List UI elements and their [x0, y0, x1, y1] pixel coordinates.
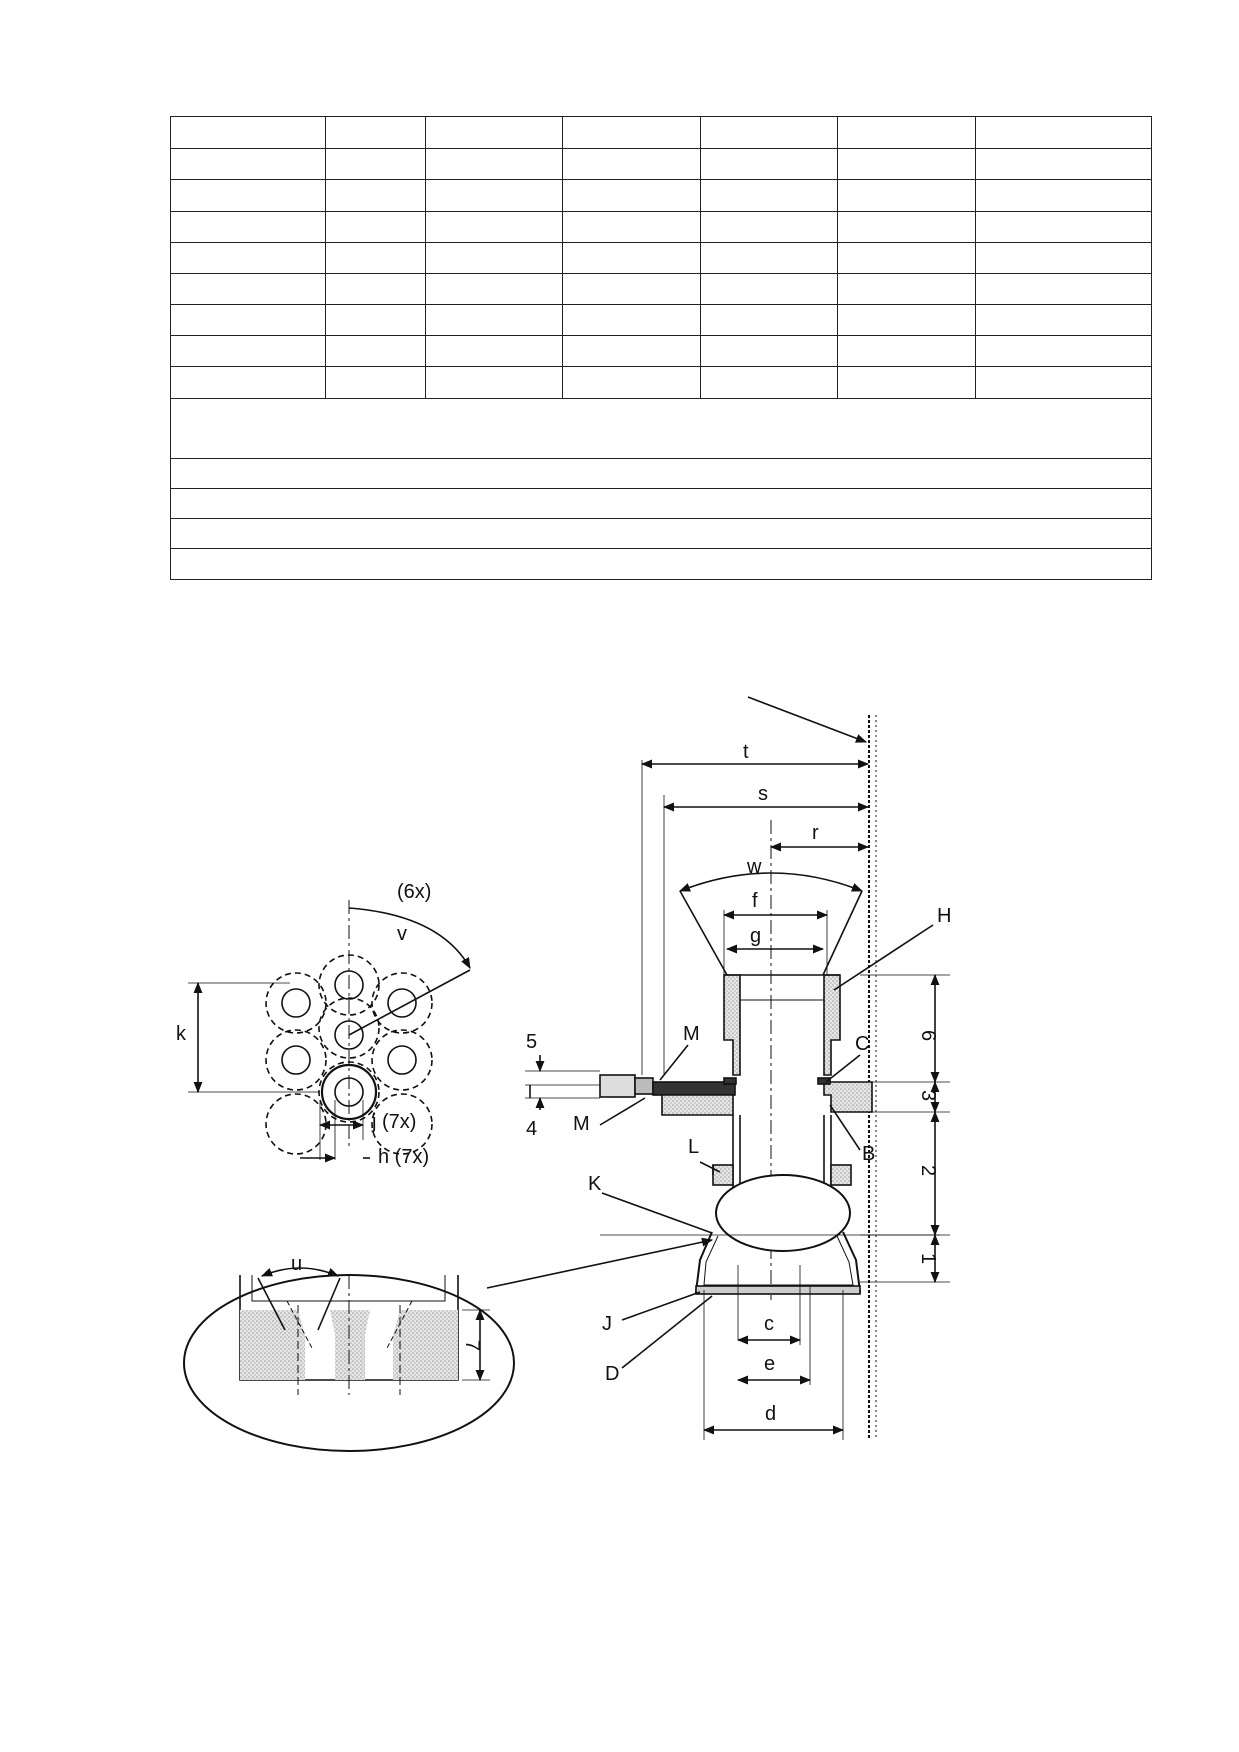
table-cell — [170, 303, 326, 337]
main-section-view — [486, 696, 950, 1440]
table-cell — [975, 148, 1152, 181]
label-r: r — [812, 822, 819, 844]
label-6x: (6x) — [397, 881, 431, 903]
label-k: k — [176, 1023, 187, 1045]
table-cell — [562, 366, 701, 400]
label-D: D — [605, 1363, 619, 1385]
label-K: K — [588, 1173, 602, 1195]
table-row-merged — [170, 517, 1152, 549]
label-s: s — [758, 783, 768, 805]
label-L: L — [688, 1136, 699, 1158]
table-cell-merged — [170, 547, 1152, 581]
label-u: u — [291, 1253, 302, 1275]
label-6: 6 — [917, 1030, 939, 1041]
label-h: h (7x) — [378, 1146, 429, 1168]
table-cell — [562, 335, 701, 368]
table-cell — [324, 303, 427, 337]
table-row — [170, 303, 1152, 337]
table-cell-merged — [170, 398, 1152, 459]
table-cell-merged — [170, 457, 1152, 489]
table-row — [170, 366, 1152, 400]
table-row — [170, 241, 1152, 274]
table-cell — [562, 241, 701, 274]
label-B: B — [862, 1143, 875, 1165]
table-cell — [975, 115, 1152, 150]
table-cell — [699, 303, 839, 337]
label-t: t — [743, 741, 749, 763]
table-cell — [324, 179, 427, 212]
table-row — [170, 115, 1152, 150]
table-cell — [425, 115, 564, 150]
table-cell — [699, 148, 839, 181]
table-cell — [324, 148, 427, 181]
table-cell — [975, 210, 1152, 243]
label-d: d — [765, 1403, 776, 1425]
label-f: f — [752, 890, 758, 912]
table-cell — [170, 115, 326, 150]
table-row-merged — [170, 457, 1152, 489]
table-cell — [699, 179, 839, 212]
table-cell — [975, 272, 1152, 305]
label-M-top: M — [683, 1023, 700, 1045]
table-cell — [425, 366, 564, 400]
table-cell — [975, 303, 1152, 337]
hole-pattern-view — [188, 900, 471, 1163]
label-e: e — [764, 1353, 775, 1375]
table-row — [170, 210, 1152, 243]
label-7: 7 — [461, 1340, 483, 1351]
table-cell — [699, 335, 839, 368]
table-cell-merged — [170, 517, 1152, 549]
label-4: 4 — [526, 1118, 537, 1140]
label-2: 2 — [917, 1165, 939, 1176]
table-cell — [324, 272, 427, 305]
specification-table — [170, 115, 1152, 581]
table-cell — [562, 115, 701, 150]
label-c: c — [764, 1313, 774, 1335]
table-cell — [170, 241, 326, 274]
label-v: v — [397, 923, 407, 945]
label-1: 1 — [917, 1253, 939, 1264]
table-cell — [562, 210, 701, 243]
label-3: 3 — [917, 1090, 939, 1101]
table-cell — [699, 115, 839, 150]
table-cell — [837, 115, 977, 150]
label-w: w — [746, 856, 762, 878]
table-cell — [837, 335, 977, 368]
table-cell — [837, 241, 977, 274]
label-5: 5 — [526, 1031, 537, 1053]
label-H: H — [937, 905, 951, 927]
table-cell — [975, 366, 1152, 400]
table-cell — [324, 366, 427, 400]
table-cell — [170, 366, 326, 400]
table-cell — [324, 115, 427, 150]
table-cell — [837, 148, 977, 181]
table-row — [170, 148, 1152, 181]
table-row-merged — [170, 547, 1152, 581]
table-cell — [562, 148, 701, 181]
label-C: C — [855, 1033, 869, 1055]
table-cell — [324, 335, 427, 368]
table-cell — [699, 366, 839, 400]
table-row-merged — [170, 398, 1152, 459]
table-row — [170, 272, 1152, 305]
table-cell — [837, 366, 977, 400]
label-j: j (7x) — [371, 1111, 416, 1133]
label-g: g — [750, 925, 761, 947]
table-cell — [425, 272, 564, 305]
table-cell — [699, 210, 839, 243]
detail-view — [183, 1267, 515, 1452]
label-M-bottom: M — [573, 1113, 590, 1135]
label-J: J — [602, 1313, 612, 1335]
table-cell — [975, 241, 1152, 274]
